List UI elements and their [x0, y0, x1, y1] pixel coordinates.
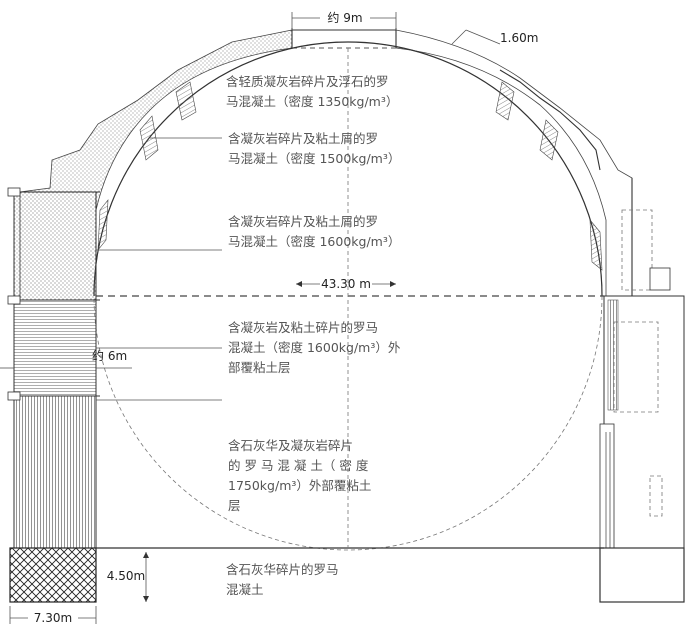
left-foundation	[9, 547, 97, 603]
label-1600-wall: 含凝灰岩及粘土碎片的罗马 混凝土（密度 1600kg/m³）外 部覆粘土层	[228, 320, 404, 375]
dim-top-opening: 约 9m	[291, 10, 397, 30]
dim-diameter: 43.30 m	[296, 277, 396, 291]
dim-wall-thickness-label: 约 6m	[92, 348, 127, 363]
left-wall	[7, 187, 100, 549]
dim-top-opening-label: 约 9m	[327, 10, 362, 25]
dim-diameter-label: 43.30 m	[321, 277, 371, 291]
dim-dome-thickness: 1.60m	[451, 29, 538, 45]
label-foundation: 含石灰华碎片的罗马 混凝土	[226, 562, 343, 597]
dim-foundation-depth-label: 4.50m	[107, 569, 145, 583]
dim-wall-thickness: 约 6m	[0, 348, 132, 369]
leader-lines	[96, 137, 222, 401]
dome-inner-surface	[93, 41, 603, 297]
label-1600-dome: 含凝灰岩碎片及粘土屑的罗 马混凝土（密度 1600kg/m³）	[228, 214, 400, 249]
material-labels: 含轻质凝灰岩碎片及浮石的罗 马混凝土（密度 1350kg/m³） 含凝灰岩碎片及…	[226, 74, 404, 597]
coffer-hatching	[97, 81, 603, 271]
oculus	[291, 28, 397, 49]
dim-foundation-depth: 4.50m	[107, 552, 149, 602]
dim-foundation-width-label: 7.30m	[34, 611, 72, 625]
right-foundation	[599, 547, 685, 603]
dim-dome-thickness-label: 1.60m	[500, 31, 538, 45]
label-1750: 含石灰华及凝灰岩碎片 的 罗 马 混 凝 土（ 密 度 1750kg/m³）外部…	[228, 438, 375, 513]
right-wall	[599, 178, 685, 549]
label-1500: 含凝灰岩碎片及粘土屑的罗 马混凝土（密度 1500kg/m³）	[228, 131, 400, 166]
label-1350: 含轻质凝灰岩碎片及浮石的罗 马混凝土（密度 1350kg/m³）	[226, 74, 398, 109]
dim-foundation-width: 7.30m	[9, 606, 97, 625]
